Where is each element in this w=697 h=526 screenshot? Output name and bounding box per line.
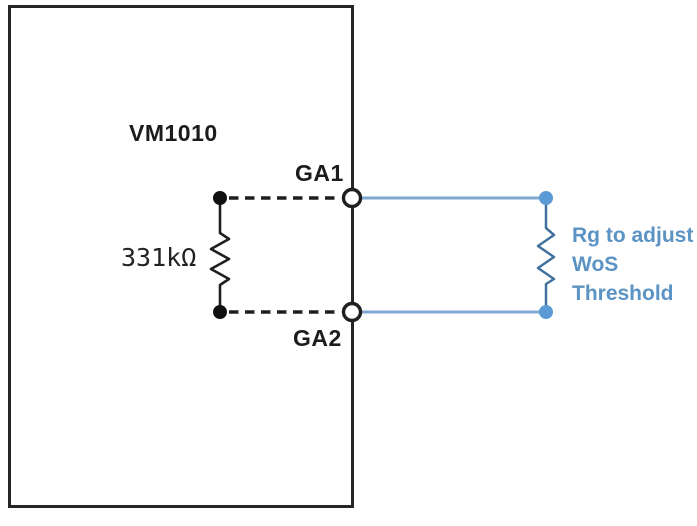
internal-junction-dot-top <box>213 191 227 205</box>
pin-label-ga1: GA1 <box>295 160 344 186</box>
pin-terminal-ga1 <box>341 187 363 209</box>
internal-resistor-value-label: 331kΩ <box>121 243 197 272</box>
rg-annotation-label: Rg to adjust WoS Threshold <box>572 224 694 305</box>
internal-junction-dot-bottom <box>213 305 227 319</box>
blue-junction-dot-top <box>539 191 553 205</box>
external-resistor-rg <box>536 198 556 312</box>
chip-outline <box>8 5 354 508</box>
chip-name-label: VM1010 <box>129 120 218 146</box>
internal-resistor <box>209 198 231 312</box>
pin-terminal-ga2 <box>341 301 363 323</box>
pin-label-ga2: GA2 <box>293 325 342 351</box>
blue-junction-dot-bottom <box>539 305 553 319</box>
